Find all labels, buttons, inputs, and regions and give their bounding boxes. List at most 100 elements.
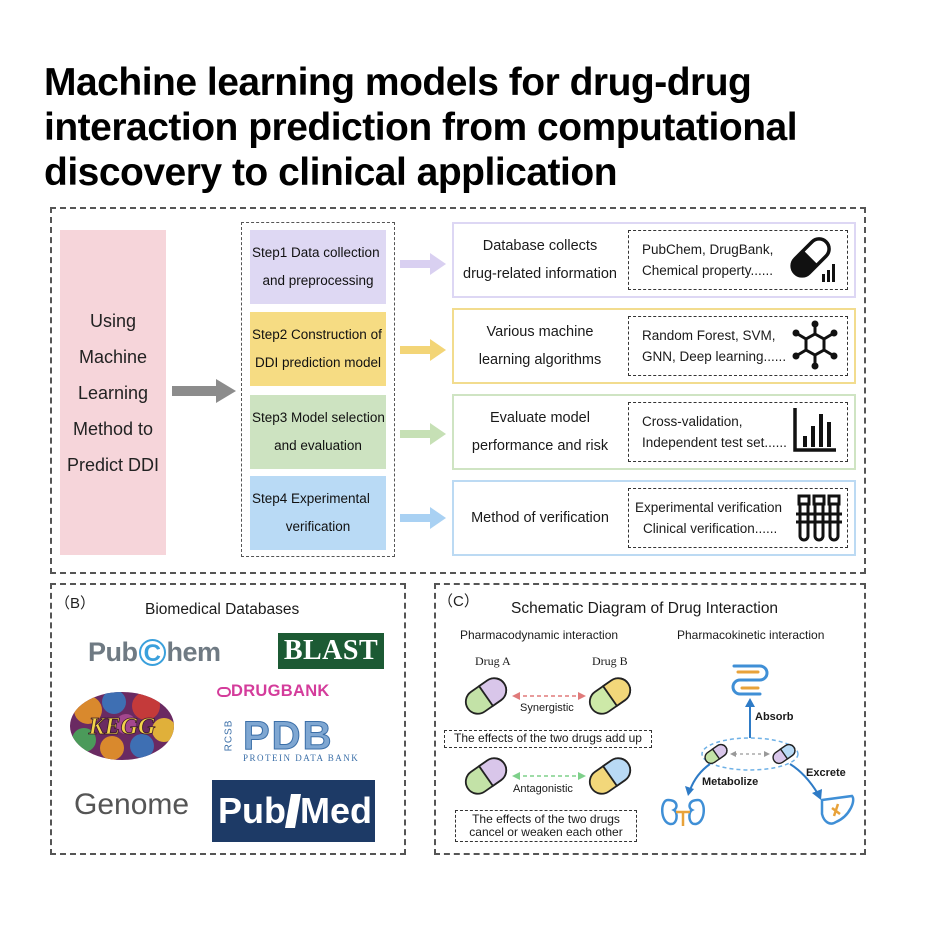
source-line: Predict DDI — [66, 454, 160, 475]
step-2: Step2 Construction of DDI prediction mod… — [250, 312, 386, 386]
outcome-3-details: Cross-validation, Independent test set..… — [628, 402, 848, 462]
step-2-line-1: Step2 Construction of — [252, 327, 382, 342]
pdb-logo: RCSB PDB PROTEIN DATA BANK — [221, 714, 375, 766]
panel-c — [434, 583, 866, 855]
outcome-3-detail-1: Cross-validation, — [642, 414, 743, 429]
step-3-line-2: and evaluation — [274, 438, 362, 453]
excrete-label: Excrete — [806, 767, 846, 779]
kegg-logo: KEGG — [70, 692, 174, 760]
step-3: Step3 Model selection and evaluation — [250, 395, 386, 469]
step-1: Step1 Data collection and preprocessing — [250, 230, 386, 304]
title-line-2: interaction prediction from computationa… — [44, 106, 798, 149]
drug-pair-ellipse — [701, 737, 799, 771]
drugbank-pill-icon — [217, 687, 231, 697]
outcome-1-desc-1: Database collects — [482, 238, 598, 254]
step-2-arrow — [400, 339, 446, 361]
drugbank-text: DRUGBANK — [231, 682, 330, 700]
steps-container — [241, 222, 395, 557]
source-line: Learning — [77, 382, 149, 403]
drug-a-label: Drug A — [475, 654, 511, 668]
bar-chart-icon — [793, 408, 836, 452]
outcome-2-detail-2: GNN, Deep learning...... — [642, 349, 787, 364]
step-1-arrow — [400, 253, 446, 275]
pdb-rcsb: RCSB — [223, 719, 235, 752]
antagonist-b-capsule-icon — [588, 757, 632, 795]
intestine-icon — [731, 664, 769, 696]
antagonism-note-line-2: cancel or weaken each other — [469, 825, 623, 839]
pubchem-pre: Pub — [88, 637, 138, 667]
step-1-line-2: and preprocessing — [262, 273, 374, 288]
synergy-note: The effects of the two drugs add up — [444, 730, 652, 748]
panel-c-label: （C） — [438, 593, 479, 610]
kidney-icon — [661, 798, 705, 826]
drug-b-label: Drug B — [592, 654, 628, 668]
outcome-4-detail-1: Experimental verification — [635, 500, 783, 515]
step-4-line-2: verification — [285, 519, 351, 534]
pd-diagram — [464, 677, 632, 795]
source-line: Method to — [72, 418, 154, 439]
outcome-3-detail-2: Independent test set...... — [642, 435, 787, 450]
antagonistic-label: Antagonistic — [513, 783, 573, 795]
drugbank-logo: DRUGBANK — [217, 682, 330, 701]
outcome-2: Various machine learning algorithms Rand… — [452, 308, 856, 384]
source-line: Machine — [78, 346, 148, 367]
outcome-1-desc-2: drug-related information — [463, 266, 617, 282]
panel-b — [50, 583, 406, 855]
pubmed-divider-icon — [285, 794, 301, 828]
outcome-2-details: Random Forest, SVM, GNN, Deep learning..… — [628, 316, 848, 376]
outcome-4-desc-1: Method of verification — [471, 510, 609, 526]
outcome-3: Evaluate model performance and risk Cros… — [452, 394, 856, 470]
drug-a-capsule-icon — [464, 677, 508, 715]
source-box: Using Machine Learning Method to Predict… — [60, 230, 166, 555]
antagonism-note: The effects of the two drugs cancel or w… — [455, 810, 637, 842]
main-arrow — [172, 379, 236, 403]
pubmed-post: Med — [300, 790, 372, 831]
network-icon — [792, 320, 838, 370]
pk-title: Pharmacokinetic interaction — [677, 628, 825, 642]
pubmed-logo: Pub Med — [212, 780, 375, 842]
outcome-4-details: Experimental verification Clinical verif… — [628, 488, 848, 548]
outcome-1-detail-1: PubChem, DrugBank, — [642, 242, 774, 257]
title-line-3: discovery to clinical application — [44, 151, 618, 194]
step-3-line-1: Step3 Model selection — [252, 410, 385, 425]
pubchem-c: C — [138, 639, 166, 666]
outcome-3-desc-2: performance and risk — [471, 438, 609, 454]
synergistic-label: Synergistic — [520, 702, 574, 714]
metabolize-label: Metabolize — [702, 776, 759, 788]
pubchem-post: hem — [166, 637, 222, 667]
outcome-4-detail-2: Clinical verification...... — [643, 521, 778, 536]
antagonist-a-capsule-icon — [464, 757, 508, 795]
page-title: Machine learning models for drug-drug in… — [44, 60, 904, 195]
outcome-4: Method of verification Experimental veri… — [452, 480, 856, 556]
title-line-1: Machine learning models for drug-drug — [44, 61, 752, 104]
pdb-text: PDB — [242, 714, 334, 759]
kegg-text: KEGG — [88, 714, 156, 740]
pd-title: Pharmacodynamic interaction — [460, 628, 619, 642]
pubmed-pre: Pub — [218, 790, 286, 831]
genome-logo: Genome — [74, 788, 190, 821]
drug-b-capsule-icon — [588, 677, 632, 715]
liver-icon — [820, 794, 855, 825]
absorb-label: Absorb — [755, 711, 794, 723]
outcome-2-desc-1: Various machine — [486, 324, 594, 340]
step-4-arrow — [400, 507, 446, 529]
outcome-2-desc-2: learning algorithms — [478, 352, 602, 368]
panel-b-label: （B） — [55, 595, 96, 612]
capsule-chart-icon — [790, 237, 835, 282]
panel-b-title: Biomedical Databases — [145, 601, 300, 618]
step-2-line-2: DDI prediction model — [254, 355, 382, 370]
step-4: Step4 Experimental verification — [250, 476, 386, 550]
pk-diagram — [661, 664, 855, 826]
test-tubes-icon — [796, 494, 842, 542]
step-3-arrow — [400, 423, 446, 445]
step-1-line-1: Step1 Data collection — [252, 245, 380, 260]
panel-c-title: Schematic Diagram of Drug Interaction — [511, 600, 779, 617]
outcome-1-detail-2: Chemical property...... — [642, 263, 774, 278]
outcome-2-detail-1: Random Forest, SVM, — [642, 328, 776, 343]
outcome-3-desc-1: Evaluate model — [490, 410, 590, 426]
step-4-line-1: Step4 Experimental — [252, 491, 370, 506]
panel-a — [50, 207, 866, 574]
outcome-1: Database collects drug-related informati… — [452, 222, 856, 298]
source-line: Using — [89, 310, 137, 331]
